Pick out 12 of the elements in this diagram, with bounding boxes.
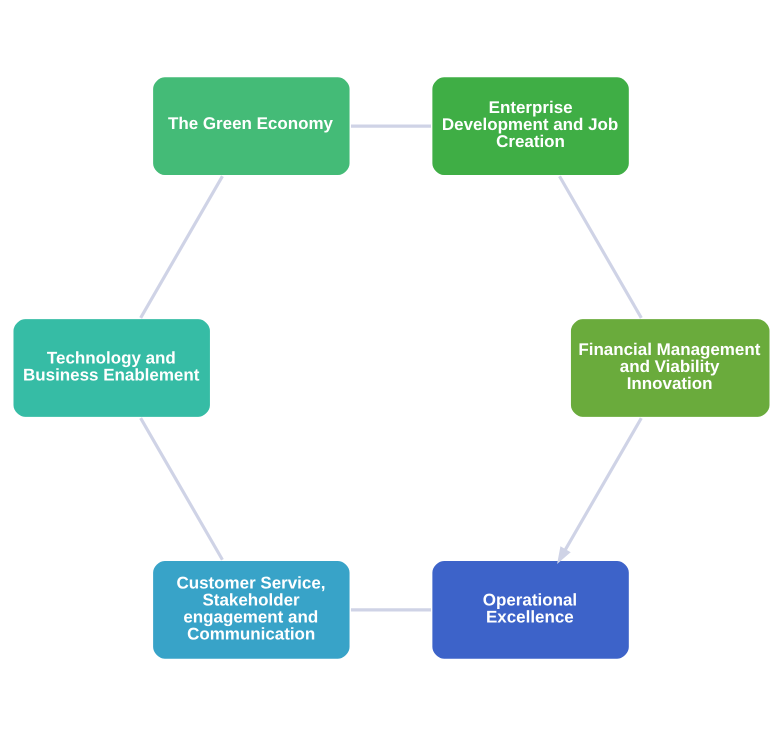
connector bbox=[350, 124, 431, 128]
connector bbox=[139, 417, 224, 561]
node-box: Customer Service, Stakeholder engagement and Communication bbox=[150, 558, 352, 661]
node-box: Technology and Business Enablement bbox=[11, 317, 212, 419]
node-box: Operational Excellence bbox=[430, 558, 631, 661]
connector bbox=[139, 175, 224, 319]
arrow bbox=[557, 417, 643, 564]
connector bbox=[558, 175, 643, 319]
node-box: Financial Management and Viability Innovation bbox=[568, 317, 772, 419]
connector bbox=[350, 608, 431, 612]
node-box: Enterprise Development and Job Creation bbox=[430, 75, 631, 178]
node-box: The Green Economy bbox=[150, 75, 352, 178]
